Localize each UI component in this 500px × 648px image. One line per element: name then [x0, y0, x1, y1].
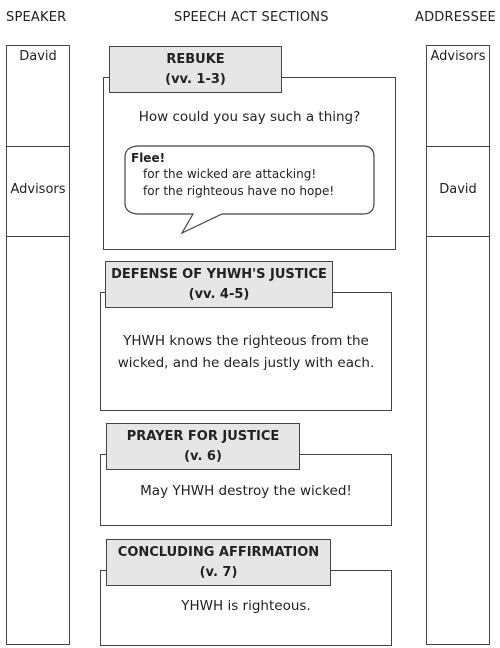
defense-title: DEFENSE OF YHWH'S JUSTICE	[111, 267, 327, 282]
addressee-cell-2: David	[439, 182, 477, 197]
addressee-header: ADDRESSEE	[415, 10, 496, 25]
rebuke-text: How could you say such a thing?	[138, 109, 361, 125]
rebuke-title: REBUKE	[166, 52, 225, 67]
speaker-cell-2: Advisors	[10, 182, 66, 197]
addressee-cell-1: Advisors	[430, 49, 486, 64]
speech-bubble-heading: Flee!	[131, 151, 166, 165]
sections-header: SPEECH ACT SECTIONS	[174, 10, 329, 25]
defense-title-tab: DEFENSE OF YHWH'S JUSTICE (vv. 4-5)	[105, 261, 333, 308]
defense-text-line-1: YHWH knows the righteous from the	[123, 333, 369, 349]
defense-text-line-2: wicked, and he deals justly with each.	[117, 355, 375, 371]
rebuke-title-tab: REBUKE (vv. 1-3)	[109, 46, 282, 93]
concluding-title: CONCLUDING AFFIRMATION	[117, 545, 320, 560]
addressee-column: Advisors David	[426, 45, 490, 645]
prayer-verses: (v. 6)	[184, 449, 222, 464]
speaker-divider-1	[7, 146, 69, 147]
speaker-header: SPEAKER	[6, 10, 67, 25]
addressee-divider-2	[427, 236, 489, 237]
speech-bubble-line-1: for the wicked are attacking!	[143, 167, 317, 181]
defense-verses: (vv. 4-5)	[188, 287, 250, 302]
speaker-column: David Advisors	[6, 45, 70, 645]
rebuke-verses: (vv. 1-3)	[165, 72, 226, 87]
defense-section-box: YHWH knows the righteous from the wicked…	[100, 292, 392, 411]
concluding-text: YHWH is righteous.	[181, 598, 311, 614]
prayer-title-tab: PRAYER FOR JUSTICE (v. 6)	[106, 423, 300, 470]
prayer-title: PRAYER FOR JUSTICE	[126, 429, 280, 444]
prayer-text: May YHWH destroy the wicked!	[140, 483, 352, 499]
speaker-divider-2	[7, 236, 69, 237]
speech-bubble-line-2: for the righteous have no hope!	[143, 184, 335, 198]
speaker-cell-1: David	[19, 49, 57, 64]
concluding-title-tab: CONCLUDING AFFIRMATION (v. 7)	[106, 539, 331, 586]
addressee-divider-1	[427, 146, 489, 147]
concluding-verses: (v. 7)	[199, 565, 238, 580]
speech-bubble	[124, 145, 375, 235]
